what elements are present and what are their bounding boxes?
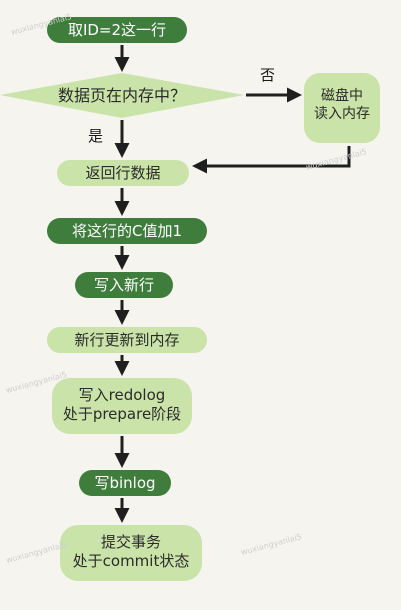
node-update-memory: 新行更新到内存 [74, 331, 180, 349]
node-write-new-row-shape [75, 272, 173, 298]
node-get-row-shape [47, 17, 187, 43]
node-return-row-shape [57, 160, 189, 186]
node-update-memory-shape [47, 327, 207, 353]
node-write-binlog-shape [79, 470, 171, 496]
node-redolog-prepare-shape [52, 378, 192, 434]
node-write-new-row: 写入新行 [93, 276, 154, 294]
arrow-disk-to-return [192, 146, 351, 174]
node-add-one-shape [47, 218, 207, 244]
node-return-row: 返回行数据 [85, 164, 161, 182]
node-write-binlog: 写binlog [94, 474, 156, 492]
node-get-row: 取ID=2这一行 [67, 21, 167, 39]
node-commit: 提交事务 处于commit状态 [72, 533, 190, 570]
node-disk-read: 磁盘中 读入内存 [314, 88, 370, 122]
node-decision-shape [0, 73, 244, 118]
node-add-one: 将这行的C值加1 [71, 222, 183, 240]
node-commit-shape [60, 525, 202, 581]
node-decision: 数据页在内存中？ [57, 86, 186, 105]
node-redolog-prepare: 写入redolog 处于prepare阶段 [62, 386, 182, 423]
node-disk-read-shape [304, 73, 380, 143]
edge-label-no: 否 [260, 66, 276, 84]
edge-label-yes: 是 [88, 127, 104, 145]
